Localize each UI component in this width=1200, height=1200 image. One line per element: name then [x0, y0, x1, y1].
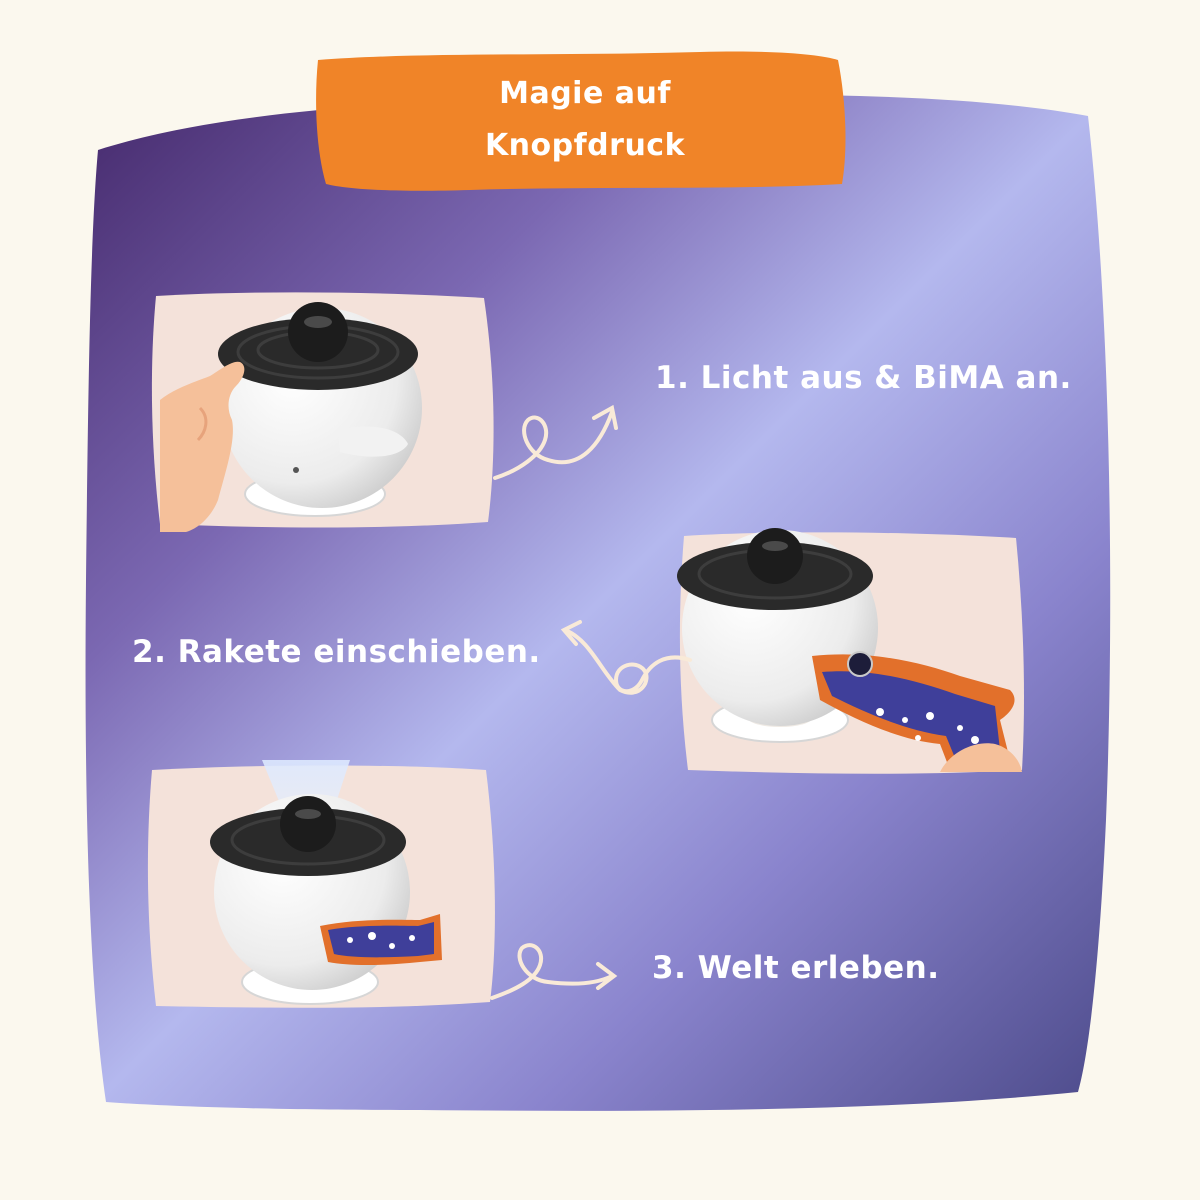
step-3-illustration	[147, 760, 618, 1008]
step-1-label: 1. Licht aus & BiMA an.	[655, 360, 1072, 396]
arrow-2	[563, 628, 692, 695]
title-line-1: Magie auf	[499, 76, 671, 111]
step-2-illustration	[560, 528, 1024, 774]
title-banner	[316, 51, 846, 191]
arrow-3	[490, 943, 614, 1000]
projector-lens	[288, 302, 348, 362]
title-line-2: Knopfdruck	[484, 128, 686, 163]
hand	[160, 361, 245, 532]
step-1-illustration	[151, 292, 618, 532]
step-2-label: 2. Rakete einschieben.	[132, 634, 541, 670]
step-3-label: 3. Welt erleben.	[652, 950, 940, 986]
arrow-1	[493, 410, 614, 480]
